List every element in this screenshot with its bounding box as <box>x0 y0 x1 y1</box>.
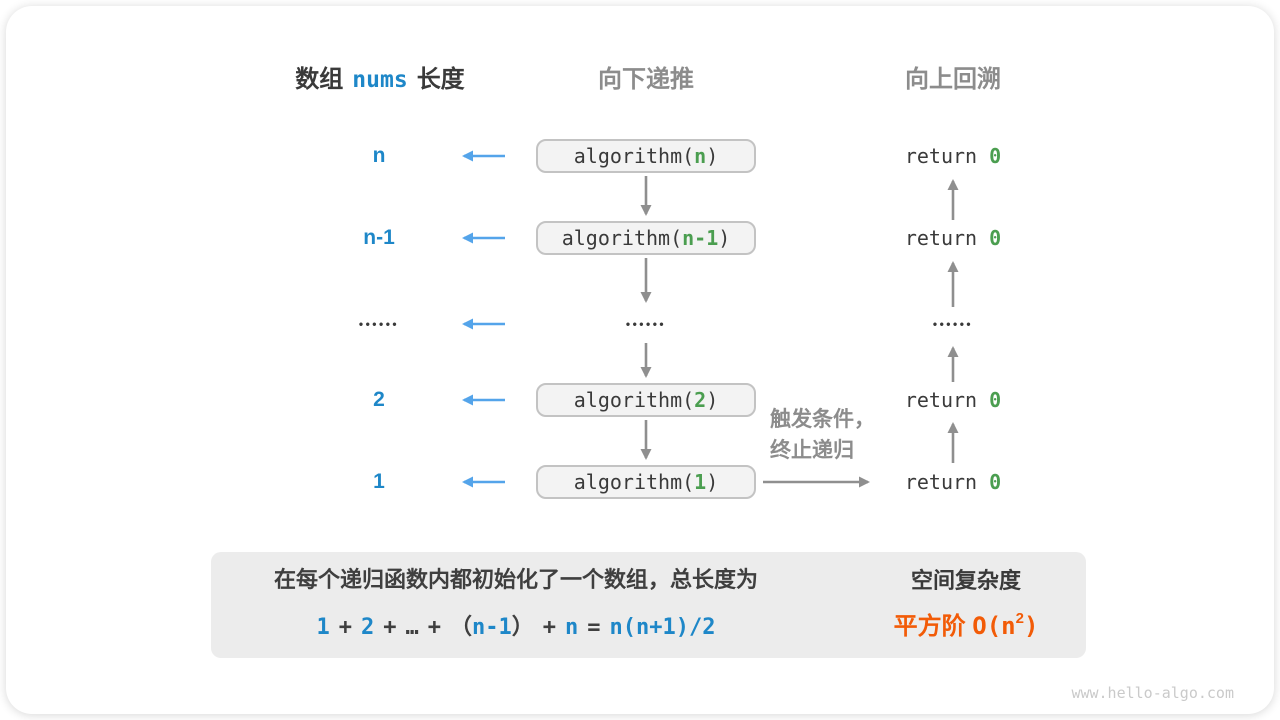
call-arg: 1 <box>694 470 707 494</box>
formula-ellipsis: … <box>405 615 419 640</box>
formula-operator: + <box>338 615 352 640</box>
formula-operator: + <box>427 615 441 640</box>
summary-description: 在每个递归函数内都初始化了一个数组，总长度为 <box>273 567 758 592</box>
return-keyword: return <box>904 144 990 168</box>
formula-result: n(n+1)/2 <box>609 615 716 640</box>
call-prefix: algorithm( <box>561 226 683 250</box>
call-suffix: ) <box>706 388 719 412</box>
call-prefix: algorithm( <box>573 144 695 168</box>
return-keyword: return <box>904 388 990 412</box>
return-value: 0 <box>989 470 1002 494</box>
base-case-note-line2: 终止递归 <box>770 439 854 462</box>
column-header-array-length: 数组 nums 长度 <box>260 65 500 95</box>
formula-term: n <box>565 615 579 640</box>
complexity-order-label: 平方阶 <box>893 613 966 640</box>
array-name-code: nums <box>352 67 408 93</box>
big-o-suffix: ) <box>1023 612 1039 640</box>
call-suffix: ) <box>718 226 731 250</box>
summary-formula: 1 + 2 + … + （ n-1 ） + n = n(n+1)/2 <box>246 609 786 641</box>
return-statement: return 0 <box>890 386 1016 414</box>
return-value: 0 <box>989 144 1002 168</box>
big-o-exponent: 2 <box>1015 610 1024 627</box>
column-header-recurse-down: 向下递推 <box>598 66 694 93</box>
formula-paren: （ <box>450 615 473 640</box>
formula-term: n-1 <box>472 615 512 640</box>
call-prefix: algorithm( <box>573 388 695 412</box>
call-arg: n-1 <box>682 226 719 250</box>
return-keyword: return <box>904 226 990 250</box>
diagram-card: 数组 nums 长度 向下递推 向上回溯 n algorithm(n) retu… <box>6 6 1274 714</box>
formula-paren-group: （ n-1 ） <box>450 609 534 641</box>
base-case-note-line1: 触发条件， <box>770 408 875 431</box>
formula-operator: = <box>587 615 601 640</box>
array-label-prefix: 数组 <box>295 66 344 93</box>
formula-operator: + <box>542 615 557 640</box>
return-statement: return 0 <box>890 142 1016 170</box>
big-o-prefix: O(n <box>972 612 1016 640</box>
base-case-note: 触发条件， 终止递归 <box>770 404 890 466</box>
ellipsis-right: •••••• <box>932 317 974 331</box>
algorithm-call-box: algorithm(1) <box>536 465 756 499</box>
return-value: 0 <box>989 388 1002 412</box>
formula-operator: + <box>383 615 397 640</box>
space-complexity-title: 空间复杂度 <box>910 568 1021 593</box>
return-statement: return 0 <box>890 468 1016 496</box>
column-header-backtrack-up: 向上回溯 <box>905 66 1001 93</box>
call-suffix: ) <box>706 470 719 494</box>
call-prefix: algorithm( <box>573 470 695 494</box>
call-arg: 2 <box>694 388 707 412</box>
call-arg: n <box>694 144 707 168</box>
algorithm-call-box: algorithm(n) <box>536 139 756 173</box>
length-label: n-1 <box>363 226 395 249</box>
length-label: 2 <box>373 388 385 411</box>
algorithm-call-box: algorithm(2) <box>536 383 756 417</box>
return-statement: return 0 <box>890 224 1016 252</box>
return-keyword: return <box>904 470 990 494</box>
site-watermark: www.hello-algo.com <box>1071 684 1234 702</box>
length-label: n <box>372 144 386 167</box>
ellipsis-middle: •••••• <box>625 317 667 331</box>
array-label-suffix: 长度 <box>416 66 465 93</box>
length-label: 1 <box>373 470 385 493</box>
length-pointer-arrows <box>462 150 505 488</box>
formula-paren: ） <box>511 615 534 640</box>
call-suffix: ) <box>706 144 719 168</box>
return-value: 0 <box>989 226 1002 250</box>
summary-panel: 在每个递归函数内都初始化了一个数组，总长度为 1 + 2 + … + （ n-1… <box>211 552 1086 658</box>
formula-term: 2 <box>361 615 375 640</box>
formula-term: 1 <box>316 615 330 640</box>
ellipsis-left: •••••• <box>358 317 400 331</box>
space-complexity-value: 平方阶 O(n2) <box>861 604 1071 644</box>
algorithm-call-box: algorithm(n-1) <box>536 221 756 255</box>
